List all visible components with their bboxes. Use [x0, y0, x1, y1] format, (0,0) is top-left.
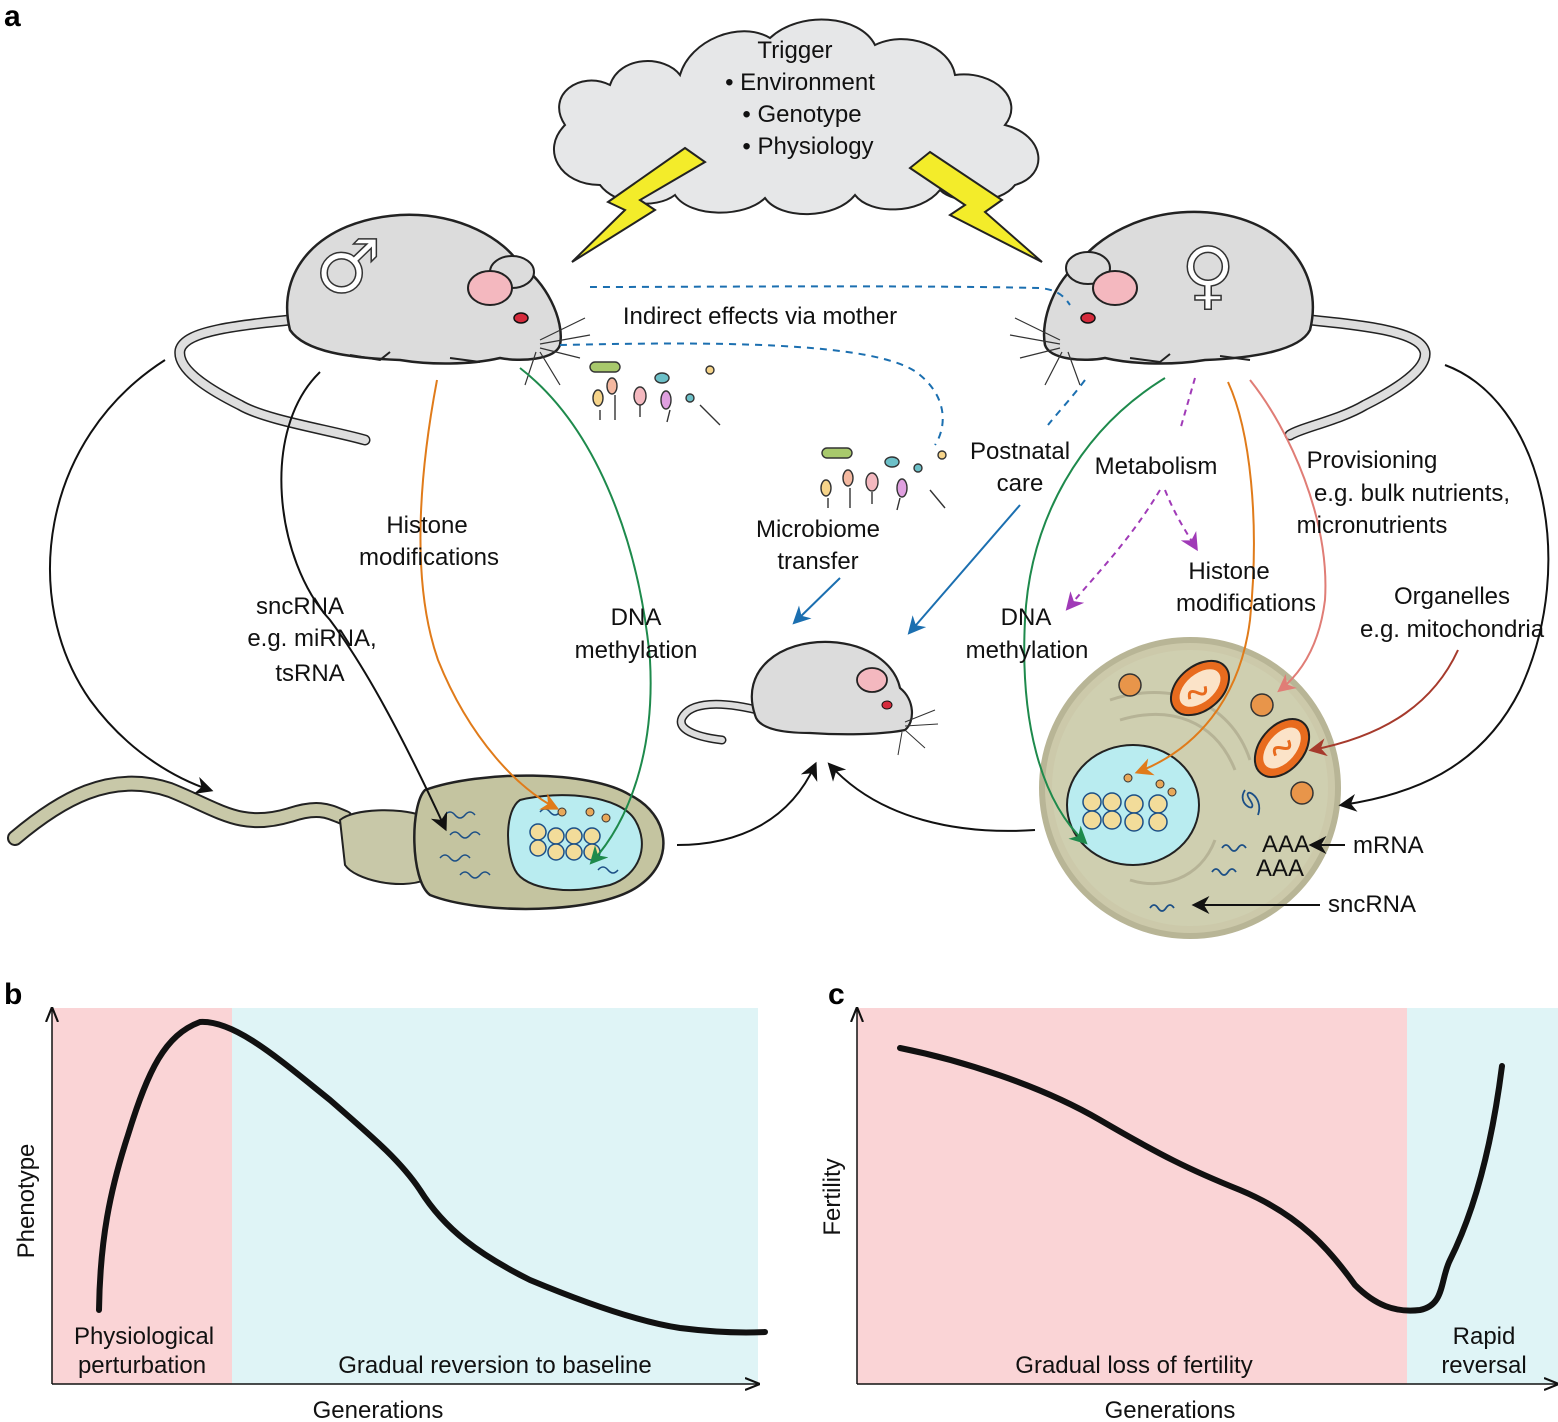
male-mouse-icon: ♂ [174, 213, 591, 446]
female-histone-label-line1: Histone [1188, 558, 1269, 585]
male-histone-label-line2: modifications [359, 544, 499, 571]
female-histone-arrow [1134, 381, 1255, 776]
microbiome-transfer-arrow [792, 577, 841, 625]
male-to-sperm-arrow [49, 359, 214, 794]
provisioning-label-line2: e.g. bulk nutrients, [1314, 480, 1510, 507]
panel-c-ylabel: Fertility [819, 1158, 846, 1235]
sncrna-arrow [280, 371, 448, 832]
trigger-item-environment: • Environment [725, 69, 875, 96]
reversion-region [232, 1008, 758, 1384]
postnatal-care-arrow [907, 504, 1021, 635]
indirect-effects-dashed-line [589, 285, 1071, 306]
female-to-oocyte-arrow [1338, 364, 1550, 812]
postnatal-dashed-line [1047, 379, 1086, 426]
provisioning-arrow [1249, 379, 1327, 693]
organelles-label-line2: e.g. mitochondria [1360, 616, 1545, 643]
metabolism-to-histone-arrow [1164, 489, 1198, 552]
metabolism-to-dna-arrow [1065, 489, 1161, 611]
male-dna-methylation-arrow [519, 367, 652, 865]
provisioning-label-line1: Provisioning [1307, 447, 1438, 474]
postnatal-label-line2: care [997, 470, 1044, 497]
sncrna-label: sncRNA [1328, 891, 1416, 918]
lightning-bolt-right-icon [908, 150, 1043, 263]
provisioning-label-line3: micronutrients [1297, 512, 1448, 539]
microbiome-label-line1: Microbiome [756, 516, 880, 543]
postnatal-label-line1: Postnatal [970, 438, 1070, 465]
panel-label-b: b [4, 978, 22, 1011]
male-sncrna-label-line2: e.g. miRNA, [247, 625, 376, 652]
indirect-effects-label: Indirect effects via mother [623, 303, 897, 330]
mrna-label: mRNA [1353, 832, 1424, 859]
microbiome-dashed-line [559, 342, 944, 446]
polyA-label-1: AAA [1262, 831, 1310, 858]
female-dna-label-line2: methylation [966, 637, 1089, 664]
panel-c-xlabel: Generations [1105, 1397, 1236, 1422]
sperm-to-offspring-arrow [676, 761, 818, 846]
male-symbol-icon: ♂ [315, 224, 381, 310]
oocyte-to-offspring-arrow [827, 762, 1036, 832]
female-mouse-icon: ♀ [1009, 210, 1431, 441]
panel-label-a: a [4, 0, 21, 33]
rapid-reversal-region [1407, 1008, 1558, 1384]
perturbation-region [52, 1008, 232, 1384]
microbiome-transfer-icon [820, 447, 947, 511]
panel-b-region2: Gradual reversion to baseline [338, 1352, 652, 1379]
panel-b-region1-line1: Physiological [74, 1323, 214, 1350]
lightning-bolt-left-icon [571, 146, 707, 263]
male-dna-label-line2: methylation [575, 637, 698, 664]
fertility-curve [897, 1045, 1505, 1314]
organelles-label-line1: Organelles [1394, 583, 1510, 610]
male-dna-label-line1: DNA [611, 604, 662, 631]
panel-c-region2-line1: Rapid [1453, 1323, 1516, 1350]
male-sncrna-label-line1: sncRNA [256, 593, 344, 620]
phenotype-curve [96, 1018, 768, 1336]
oocyte-cell-icon: AAA AAA [1039, 637, 1341, 939]
sperm-cell-icon [7, 774, 665, 911]
male-histone-label-line1: Histone [386, 512, 467, 539]
microbiome-icon [589, 361, 721, 426]
female-symbol-icon: ♀ [1181, 232, 1235, 318]
polyA-label-2: AAA [1256, 855, 1304, 882]
male-sncrna-label-line3: tsRNA [275, 660, 344, 687]
male-histone-arrow [419, 379, 560, 810]
trigger-item-physiology: • Physiology [742, 133, 873, 160]
panel-label-c: c [828, 978, 845, 1011]
organelles-arrow [1308, 649, 1459, 757]
trigger-item-genotype: • Genotype [742, 101, 861, 128]
female-dna-methylation-arrow [1023, 377, 1166, 845]
panel-c-region2-line2: reversal [1441, 1352, 1526, 1379]
panel-b-ylabel: Phenotype [13, 1144, 40, 1259]
microbiome-label-line2: transfer [777, 548, 858, 575]
panel-c-region1: Gradual loss of fertility [1015, 1352, 1252, 1379]
panel-b-region1-line2: perturbation [78, 1352, 206, 1379]
metabolism-label: Metabolism [1095, 453, 1218, 480]
female-histone-label-line2: modifications [1176, 590, 1316, 617]
female-dna-label-line1: DNA [1001, 604, 1052, 631]
fertility-loss-region [857, 1008, 1407, 1384]
panel-b-xlabel: Generations [313, 1397, 444, 1422]
trigger-title: Trigger [757, 37, 832, 64]
metabolism-dashed-line [1179, 377, 1196, 431]
offspring-mouse-icon [676, 640, 939, 756]
